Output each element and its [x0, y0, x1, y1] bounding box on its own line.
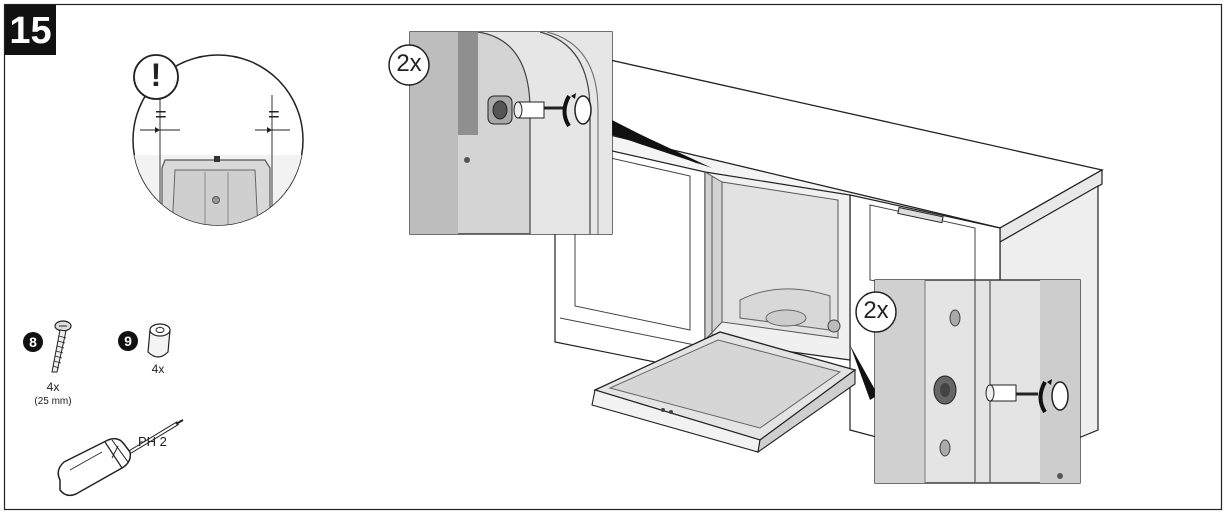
part-8-number: 8 — [29, 334, 37, 350]
detail-callout-bottom — [855, 279, 1081, 484]
callout-top-count: 2x — [396, 50, 422, 77]
part-8-size: (25 mm) — [34, 396, 72, 407]
screwdriver-icon — [57, 419, 184, 497]
equal-gap-right-label: = — [268, 104, 280, 126]
part-8-quantity: 4x — [46, 380, 60, 394]
screw-icon — [23, 320, 72, 373]
equal-gap-left-label: = — [155, 104, 167, 126]
part-9-quantity: 4x — [151, 362, 165, 376]
part-9-number: 9 — [124, 333, 132, 349]
warning-icon: ! — [150, 57, 162, 93]
callout-bottom-count: 2x — [863, 297, 889, 324]
step-number: 15 — [5, 5, 56, 55]
detail-callout-top — [388, 31, 613, 235]
spacer-sleeve-icon — [118, 323, 171, 358]
tool-label: PH 2 — [138, 434, 167, 449]
